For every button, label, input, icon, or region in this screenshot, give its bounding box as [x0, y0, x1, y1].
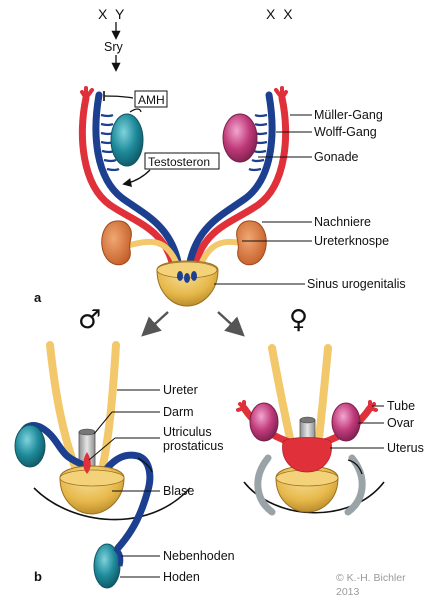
male-symbol: ♂: [78, 305, 101, 335]
male-utriculus: [83, 452, 91, 474]
label-sinus-urogenitalis: Sinus urogenitalis: [307, 277, 406, 291]
label-utriculus: Utriculus: [163, 425, 212, 439]
gonad-left-testis: [110, 113, 144, 167]
muller-duct-left: [78, 94, 176, 266]
copyright-line-1: © K.-H. Bichler: [336, 572, 406, 584]
female-symbol: ♀: [289, 305, 308, 335]
male-nebenhoden: [113, 546, 124, 567]
label-wolff-gang: Wolff-Gang: [314, 125, 377, 139]
label-nachniere: Nachniere: [314, 215, 371, 229]
label-ovar: Ovar: [387, 416, 414, 430]
male-darm-top: [78, 428, 96, 436]
label-muller-gang: Müller-Gang: [314, 108, 383, 122]
male-blase-rim: [59, 469, 125, 487]
karyotype-male: X Y: [98, 6, 126, 22]
amh-inhibition-arrow: [103, 95, 134, 99]
amh-label: AMH: [138, 93, 165, 107]
label-blase: Blase: [163, 484, 194, 498]
female-fimbria-left: [236, 400, 246, 412]
sinus-opening-right: [191, 271, 197, 281]
muller-fimbria-left: [80, 86, 94, 102]
label-gonade: Gonade: [314, 150, 359, 164]
leader-lines-male: [88, 389, 160, 578]
testosteron-arrow: [122, 169, 151, 188]
amh-box: [134, 90, 168, 108]
sinus-opening-mid: [184, 273, 190, 283]
label-darm: Darm: [163, 405, 194, 419]
male-pelvic-arc: [33, 487, 191, 521]
leader-lines-female: [330, 405, 384, 449]
sinus-opening-left: [177, 271, 183, 281]
wolff-duct-left: [92, 91, 182, 266]
arrow-to-male: [141, 311, 169, 337]
gonad-right-ovary: [222, 113, 258, 163]
label-prostaticus: prostaticus: [163, 439, 223, 453]
female-ovar-right: [331, 402, 361, 442]
wolff-tubules-right: [248, 113, 268, 172]
label-ureter: Ureter: [163, 383, 198, 397]
kidney-left: [101, 220, 132, 266]
testosteron-label: Testosteron: [148, 155, 210, 169]
testosteron-box: [144, 152, 220, 170]
female-uterus: [282, 437, 332, 473]
label-hoden: Hoden: [163, 570, 200, 584]
amh-source-arrow: [129, 108, 142, 113]
copyright-line-2: 2013: [336, 586, 360, 598]
male-ureter-hook: [137, 457, 153, 473]
sry-label: Sry: [104, 40, 124, 54]
male-vas-right: [96, 451, 154, 552]
panel-label-a: a: [34, 290, 42, 305]
male-testis-upper: [14, 424, 46, 468]
female-ureter-hook: [347, 459, 363, 475]
karyotype-female: X X: [266, 6, 295, 22]
label-tube: Tube: [387, 399, 415, 413]
leader-lines-a: [214, 114, 312, 285]
muller-duct-right: [192, 94, 290, 266]
male-ureter-right: [98, 341, 120, 474]
muller-fimbria-right: [274, 86, 288, 102]
female-gartner-right: [344, 454, 366, 516]
female-ovar-left: [249, 402, 279, 442]
panel-label-b: b: [34, 569, 42, 584]
label-ureterknospe: Ureterknospe: [314, 234, 389, 248]
wolff-duct-right: [186, 91, 276, 266]
label-uterus: Uterus: [387, 441, 424, 455]
arrow-to-female: [217, 311, 245, 337]
female-gartner-left: [254, 454, 276, 516]
kidney-right: [236, 220, 267, 266]
label-nebenhoden: Nebenhoden: [163, 549, 235, 563]
ureter-bud-left: [127, 238, 179, 265]
female-darm-top: [299, 416, 316, 424]
